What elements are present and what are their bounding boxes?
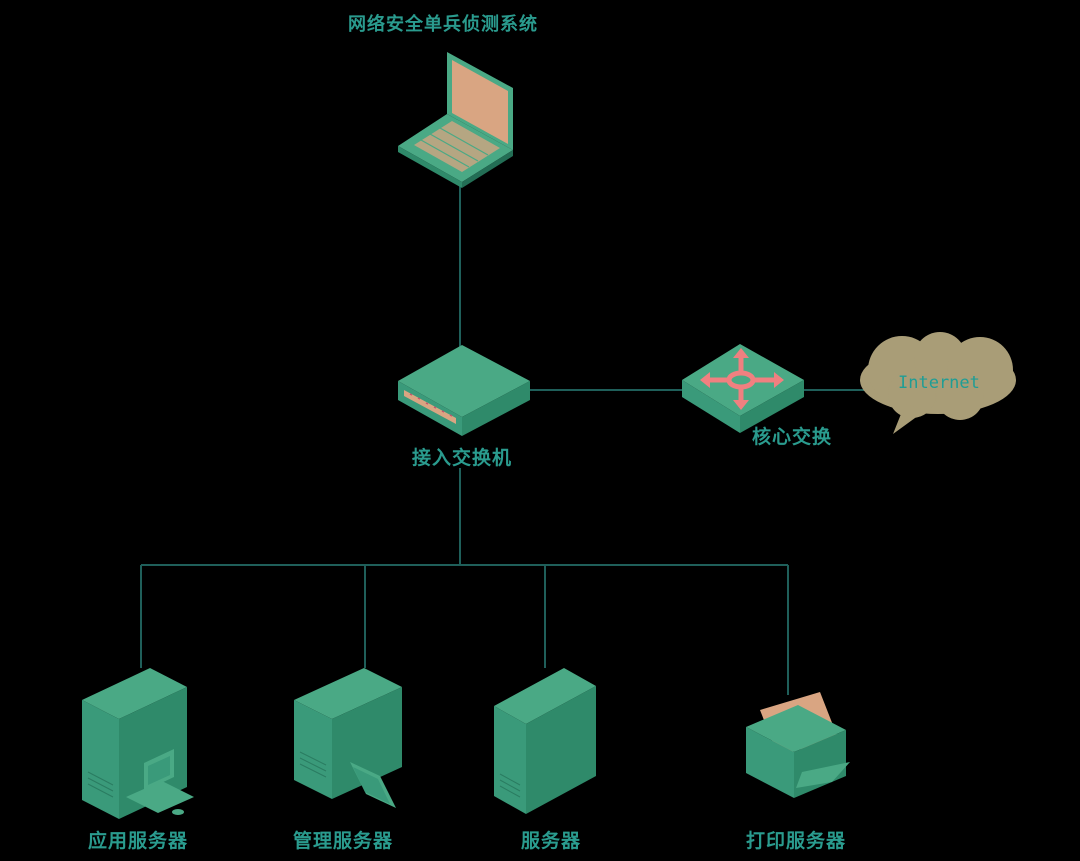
print-server-label: 打印服务器 — [746, 830, 847, 852]
internet-label: Internet — [898, 373, 980, 393]
core-switch-label: 核心交换 — [752, 426, 833, 448]
internet-cloud-icon — [860, 332, 1016, 434]
access-switch-icon — [398, 345, 530, 436]
laptop-icon — [398, 52, 513, 188]
access-switch-label: 接入交换机 — [412, 447, 513, 469]
connection-lines — [140, 183, 866, 695]
app-server-icon — [82, 668, 194, 819]
server-icon — [494, 668, 596, 814]
server-label: 服务器 — [521, 830, 582, 852]
core-switch-icon — [682, 344, 804, 433]
app-server-label: 应用服务器 — [88, 830, 189, 852]
management-server-icon — [294, 668, 402, 808]
diagram-title: 网络安全单兵侦测系统 — [348, 14, 538, 35]
printer-icon — [746, 692, 850, 798]
management-server-label: 管理服务器 — [293, 830, 394, 852]
